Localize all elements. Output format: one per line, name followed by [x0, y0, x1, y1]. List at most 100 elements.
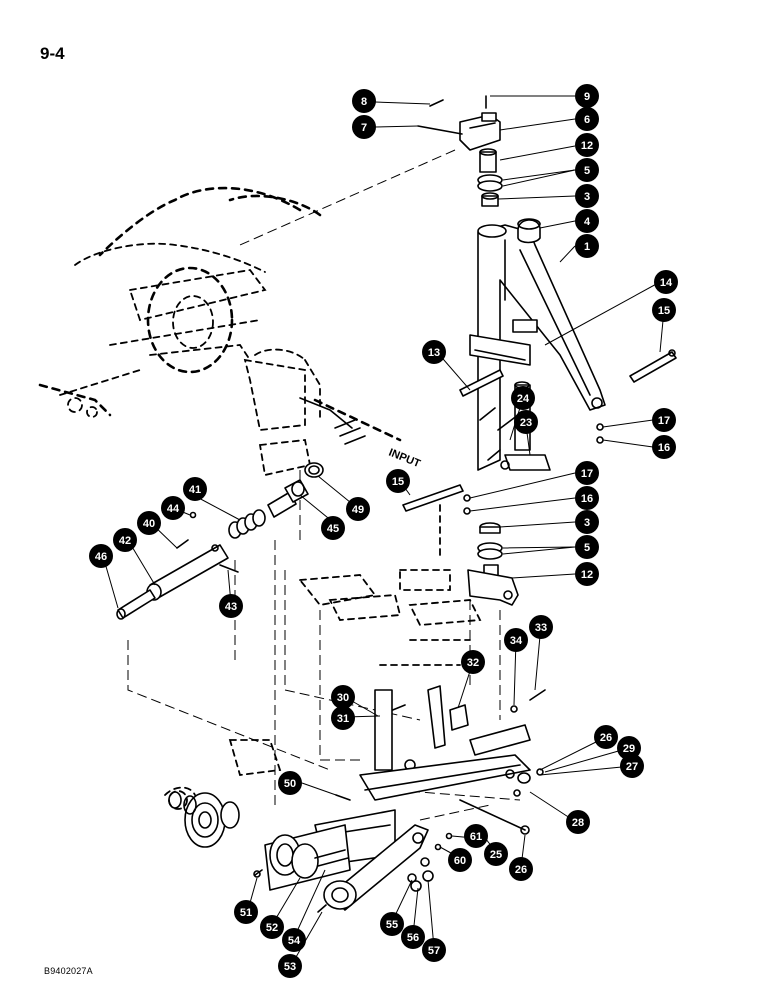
svg-text:34: 34 — [510, 635, 523, 647]
callout-leaders — [102, 95, 665, 965]
callout-6: 6 — [575, 107, 599, 131]
callout-56: 56 — [401, 925, 425, 949]
callout-54: 54 — [282, 928, 306, 952]
svg-text:43: 43 — [225, 601, 237, 613]
svg-text:3: 3 — [584, 191, 590, 203]
svg-text:16: 16 — [581, 493, 593, 505]
callout-3-lower: 3 — [575, 510, 599, 534]
callout-43: 43 — [219, 594, 243, 618]
callout-60: 60 — [448, 848, 472, 872]
callout-25: 25 — [484, 842, 508, 866]
page-number: 9-4 — [40, 44, 65, 63]
callout-53: 53 — [278, 954, 302, 978]
callout-12-lower: 12 — [575, 562, 599, 586]
upper-bracket-assembly — [417, 95, 503, 207]
callout-15-right: 15 — [652, 298, 676, 322]
svg-text:40: 40 — [143, 518, 155, 530]
svg-text:32: 32 — [467, 657, 479, 669]
svg-text:5: 5 — [584, 542, 590, 554]
svg-text:42: 42 — [119, 535, 131, 547]
svg-text:44: 44 — [167, 503, 180, 515]
callout-31: 31 — [331, 706, 355, 730]
callout-12-top: 12 — [575, 133, 599, 157]
svg-text:29: 29 — [623, 743, 635, 755]
svg-text:33: 33 — [535, 622, 547, 634]
svg-text:4: 4 — [584, 216, 591, 228]
svg-text:52: 52 — [266, 922, 278, 934]
svg-text:27: 27 — [626, 761, 638, 773]
svg-text:9: 9 — [584, 91, 590, 103]
svg-text:61: 61 — [470, 831, 482, 843]
callout-42: 42 — [113, 528, 137, 552]
svg-text:51: 51 — [240, 907, 252, 919]
callout-4: 4 — [575, 209, 599, 233]
document-code: B9402027A — [44, 966, 93, 976]
lower-frame-assembly — [314, 754, 544, 866]
center-lever-assembly — [374, 685, 546, 771]
svg-text:49: 49 — [352, 504, 364, 516]
svg-text:15: 15 — [392, 476, 404, 488]
input-shaft-assembly — [116, 397, 366, 620]
callout-15-left: 15 — [386, 469, 410, 493]
callout-55: 55 — [380, 912, 404, 936]
svg-text:12: 12 — [581, 140, 593, 152]
svg-text:14: 14 — [660, 277, 673, 289]
svg-text:24: 24 — [517, 393, 530, 405]
callout-26-upper: 26 — [594, 725, 618, 749]
callout-5-lower: 5 — [575, 535, 599, 559]
callout-17-right: 17 — [652, 408, 676, 432]
phantom-linkage — [164, 504, 482, 810]
lower-bracket-assembly — [467, 522, 519, 606]
svg-text:60: 60 — [454, 855, 466, 867]
svg-text:25: 25 — [490, 849, 502, 861]
callout-16-center: 16 — [575, 486, 599, 510]
svg-text:6: 6 — [584, 114, 590, 126]
svg-text:12: 12 — [581, 569, 593, 581]
pivot-pins-right — [402, 349, 677, 515]
svg-text:46: 46 — [95, 551, 107, 563]
callout-32: 32 — [461, 650, 485, 674]
svg-text:55: 55 — [386, 919, 398, 931]
callout-27: 27 — [620, 754, 644, 778]
svg-text:23: 23 — [520, 417, 532, 429]
callout-29: 29 — [617, 736, 641, 760]
svg-text:13: 13 — [428, 347, 440, 359]
svg-text:1: 1 — [584, 241, 590, 253]
svg-text:26: 26 — [515, 864, 527, 876]
lower-left-assembly — [168, 791, 434, 913]
svg-text:8: 8 — [361, 96, 367, 108]
callout-44: 44 — [161, 496, 185, 520]
callout-8: 8 — [352, 89, 376, 113]
svg-text:30: 30 — [337, 692, 349, 704]
svg-text:50: 50 — [284, 778, 296, 790]
svg-text:15: 15 — [658, 305, 670, 317]
svg-text:28: 28 — [572, 817, 584, 829]
svg-text:3: 3 — [584, 517, 590, 529]
callout-13: 13 — [422, 340, 446, 364]
svg-text:57: 57 — [428, 945, 440, 957]
callout-7: 7 — [352, 115, 376, 139]
callout-50: 50 — [278, 771, 302, 795]
callout-14: 14 — [654, 270, 678, 294]
svg-text:45: 45 — [327, 523, 339, 535]
callout-61: 61 — [464, 824, 488, 848]
callout-41: 41 — [183, 477, 207, 501]
svg-text:54: 54 — [288, 935, 301, 947]
callout-49: 49 — [346, 497, 370, 521]
callout-23: 23 — [514, 410, 538, 434]
svg-text:17: 17 — [581, 468, 593, 480]
callout-17-center: 17 — [575, 461, 599, 485]
callout-33: 33 — [529, 615, 553, 639]
callout-9: 9 — [575, 84, 599, 108]
callout-28: 28 — [566, 810, 590, 834]
svg-text:16: 16 — [658, 442, 670, 454]
callout-1: 1 — [575, 234, 599, 258]
callout-16-right: 16 — [652, 435, 676, 459]
callout-45: 45 — [321, 516, 345, 540]
callout-3-top: 3 — [575, 184, 599, 208]
input-label: INPUT — [387, 447, 422, 471]
svg-text:53: 53 — [284, 961, 296, 973]
callout-40: 40 — [137, 511, 161, 535]
svg-text:31: 31 — [337, 713, 349, 725]
